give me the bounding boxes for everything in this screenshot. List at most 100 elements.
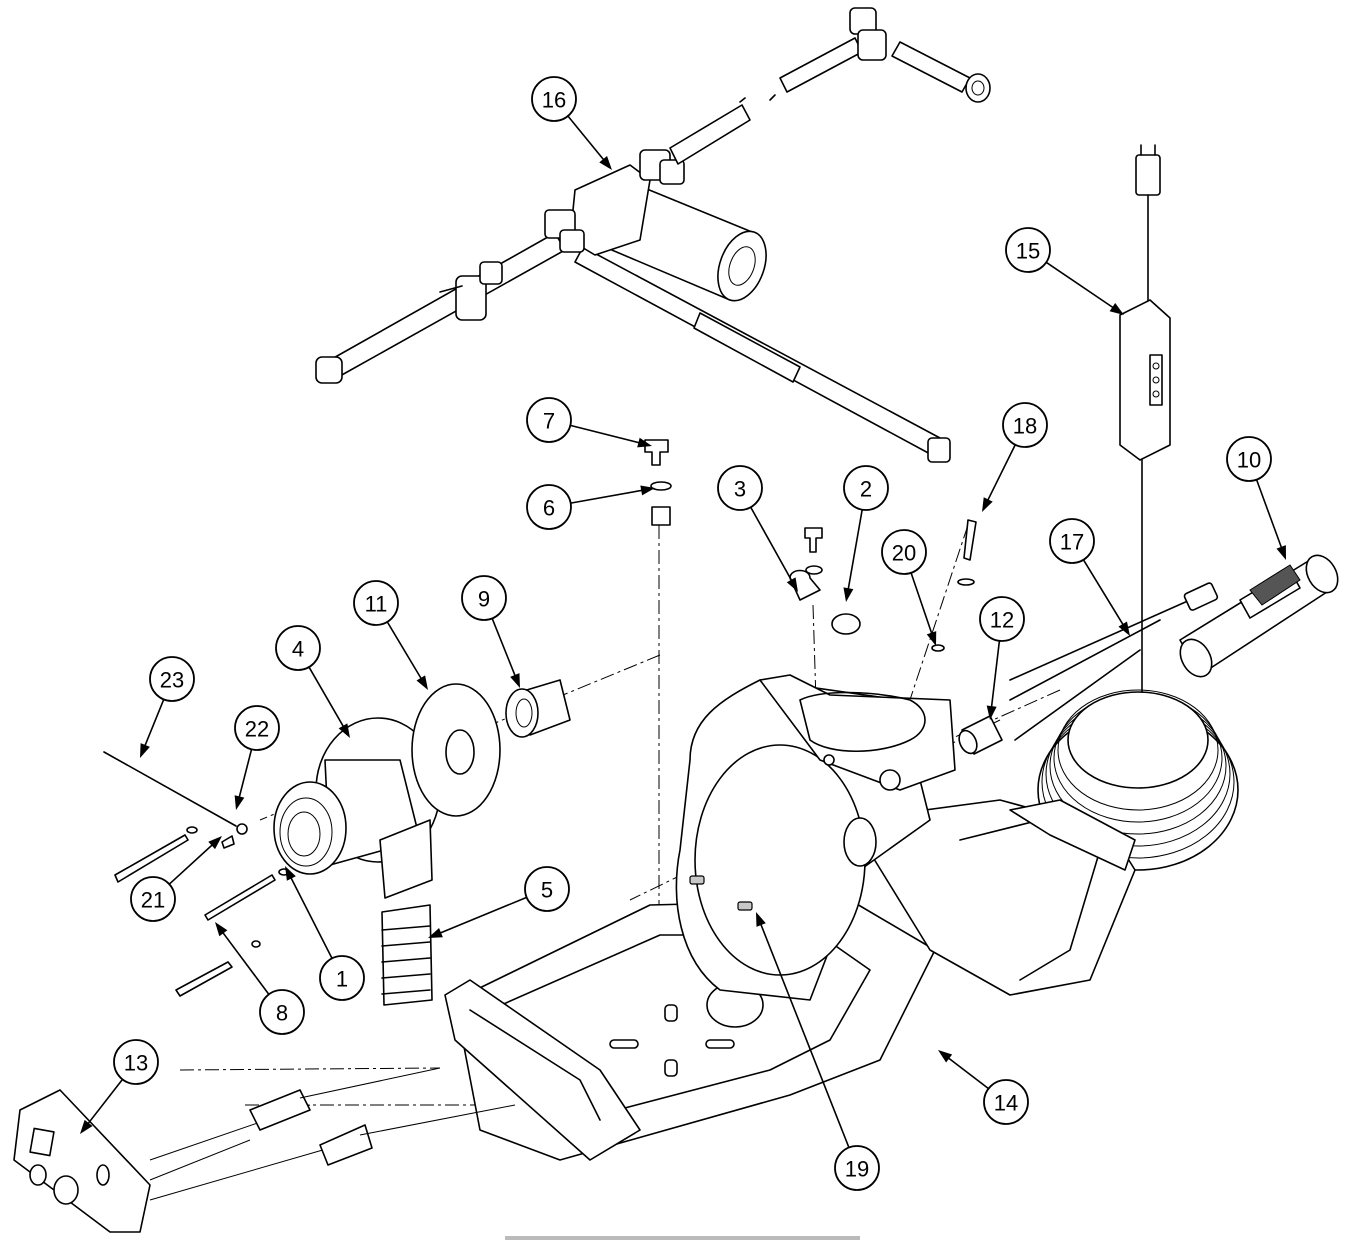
callout-leader <box>386 621 425 684</box>
callout-number: 23 <box>160 668 184 693</box>
callout-number: 20 <box>892 541 916 566</box>
callout-arrowhead <box>140 743 150 758</box>
gasket-disk <box>411 683 501 817</box>
callout-17: 17 <box>1049 518 1130 636</box>
callout-leader <box>570 424 645 445</box>
motor-fasteners <box>103 751 290 997</box>
callout-leader <box>1255 479 1284 553</box>
callout-2: 2 <box>843 465 889 602</box>
callout-circle <box>130 876 176 922</box>
callout-15: 15 <box>1005 227 1124 315</box>
callout-leader <box>308 666 347 732</box>
callout-number: 3 <box>734 477 746 502</box>
callout-leader <box>567 115 608 165</box>
callout-circle <box>983 1079 1029 1125</box>
callout-arrowhead <box>1109 303 1124 315</box>
callout-arrowhead <box>510 673 520 688</box>
callout-arrowhead <box>926 631 937 646</box>
pump-hose-assembly <box>315 7 991 463</box>
callout-number: 18 <box>1013 414 1037 439</box>
callout-circle <box>353 580 399 626</box>
hose-clamp-bracket <box>789 527 823 601</box>
callout-16: 16 <box>531 76 612 170</box>
callout-number: 7 <box>543 409 555 434</box>
callout-arrowhead <box>338 723 350 738</box>
callout-22: 22 <box>234 705 280 810</box>
callout-leader <box>990 640 1001 713</box>
callout-arrowhead <box>80 1119 93 1134</box>
callout-circle <box>979 596 1025 642</box>
callout-arrowhead <box>982 497 993 512</box>
callout-number: 17 <box>1060 530 1084 555</box>
callout-circle <box>531 76 577 122</box>
callout-circle <box>717 465 763 511</box>
callout-leader <box>570 488 648 504</box>
callout-number: 15 <box>1016 239 1040 264</box>
rubber-plug <box>831 613 861 635</box>
callout-circle <box>526 484 572 530</box>
callout-circle <box>234 705 280 751</box>
callout-number: 14 <box>994 1091 1018 1116</box>
callout-leader <box>758 919 850 1148</box>
callout-4: 4 <box>275 625 350 738</box>
callout-circle <box>526 397 572 443</box>
callout-arrowhead <box>637 437 652 448</box>
callout-arrowhead <box>599 155 612 170</box>
callout-leader <box>168 840 217 885</box>
callout-number: 21 <box>141 888 165 913</box>
callout-7: 7 <box>526 397 652 448</box>
callout-3: 3 <box>717 465 798 592</box>
callout-arrowhead <box>234 795 245 810</box>
callout-leader <box>750 506 795 586</box>
callout-8: 8 <box>215 922 305 1035</box>
callout-14: 14 <box>938 1050 1029 1125</box>
callout-circle <box>259 989 305 1035</box>
callout-leader <box>910 572 935 639</box>
callout-5: 5 <box>428 866 570 938</box>
screw-and-washer <box>931 519 977 652</box>
callout-arrowhead <box>428 928 443 938</box>
callout-23: 23 <box>140 656 195 758</box>
callout-number: 12 <box>990 608 1014 633</box>
callout-leader <box>984 444 1016 506</box>
callout-arrowhead <box>786 577 798 592</box>
callout-circle <box>834 1145 880 1191</box>
inlet-collar <box>505 679 571 738</box>
callout-arrowhead <box>416 675 428 690</box>
callout-12: 12 <box>979 596 1025 720</box>
callout-leader <box>491 618 518 681</box>
callout-arrowhead <box>1118 621 1130 636</box>
callout-arrowhead <box>208 836 222 850</box>
callout-leader <box>287 872 333 959</box>
gfci-power-cord <box>1119 144 1171 701</box>
callout-number: 2 <box>860 477 872 502</box>
callout-circle <box>275 625 321 671</box>
caption-bar <box>505 1236 860 1240</box>
callout-circle <box>881 529 927 575</box>
float-cap-hardware <box>644 439 672 526</box>
callout-circle <box>1049 518 1095 564</box>
callout-arrowhead <box>1276 545 1286 560</box>
callout-number: 4 <box>292 637 304 662</box>
callout-circle <box>843 465 889 511</box>
callout-leader <box>943 1054 990 1090</box>
main-chassis <box>444 674 1136 1161</box>
callout-number: 1 <box>336 967 348 992</box>
callout-arrowhead <box>215 922 228 937</box>
bellows-hose <box>381 904 433 1006</box>
callout-circle <box>461 575 507 621</box>
callout-leader <box>219 927 270 995</box>
callout-leader <box>1045 261 1118 312</box>
callout-11: 11 <box>353 580 428 690</box>
callout-circle <box>524 866 570 912</box>
callout-13: 13 <box>80 1039 159 1134</box>
callout-circle <box>113 1039 159 1085</box>
vacuum-hose-cuff <box>1179 554 1339 678</box>
callout-1: 1 <box>285 866 365 1001</box>
callout-leader <box>84 1078 124 1129</box>
callout-circle <box>319 955 365 1001</box>
callout-arrowhead <box>986 705 997 720</box>
